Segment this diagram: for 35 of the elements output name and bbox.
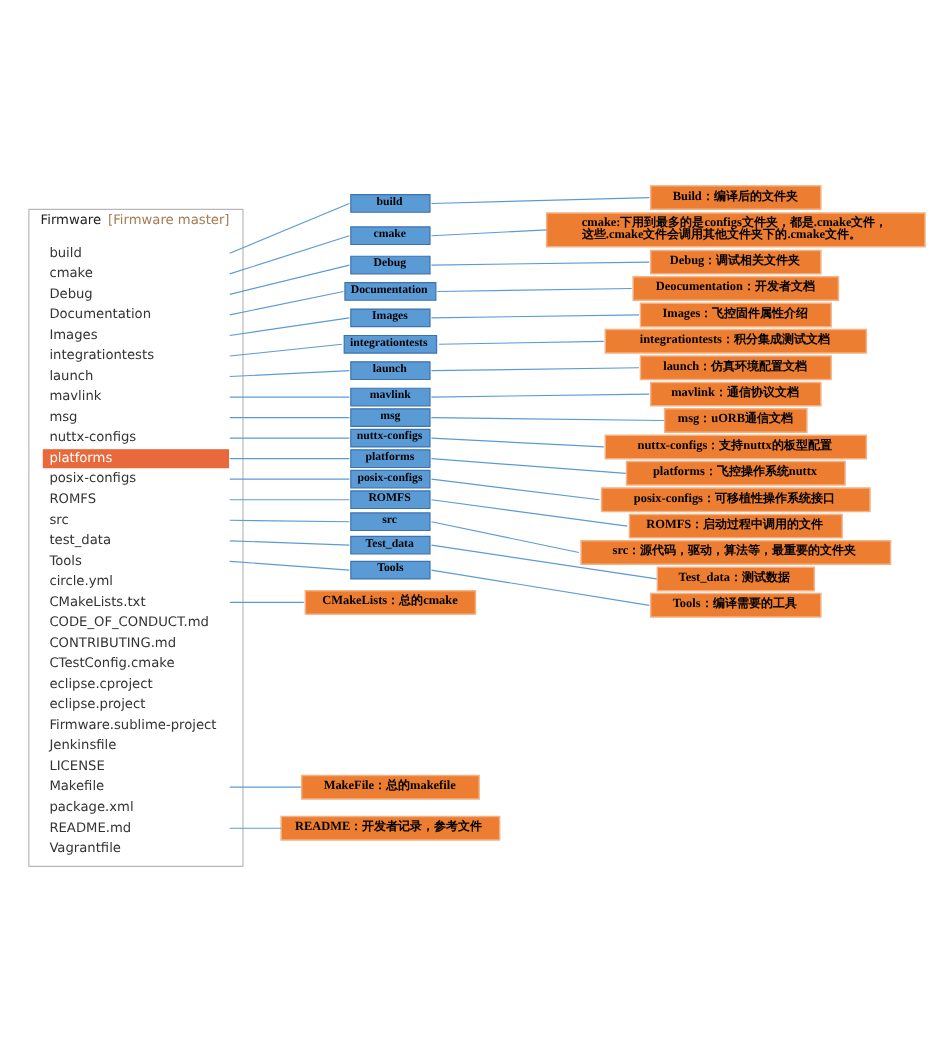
connector [430,477,600,500]
connector [229,498,350,500]
connector [430,392,650,397]
connector [229,289,345,315]
connector [229,457,350,459]
connector [430,520,580,553]
connector [229,201,350,253]
connector [438,339,605,344]
connector [430,228,548,236]
connector [229,539,350,545]
connector [430,498,628,526]
connector [229,316,350,336]
connector [229,826,282,828]
connector [430,366,640,371]
connector [430,416,665,421]
connector [436,286,633,292]
connector [229,559,350,570]
connector [229,600,305,602]
connector [430,568,650,605]
connector [229,263,350,294]
connector [229,477,350,479]
connector [430,457,627,473]
connector [229,369,350,377]
connector [229,395,350,397]
connector [430,313,640,318]
connector [229,785,302,787]
connector [430,196,650,204]
connector [430,543,658,579]
connector [229,342,343,356]
connector [229,518,350,522]
connector [229,416,350,418]
connector [229,436,350,438]
connector [229,234,350,274]
connector [430,436,605,447]
connector [430,260,650,265]
